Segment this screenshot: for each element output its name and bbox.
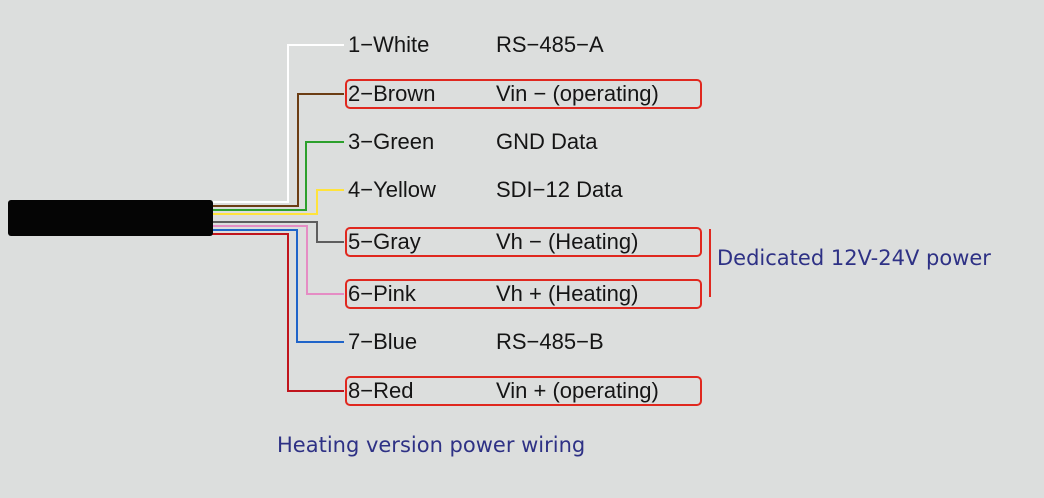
wire-label-1: 1−White — [348, 32, 430, 57]
wires-layer — [212, 44, 344, 392]
highlight-box-6 — [345, 279, 702, 309]
highlight-box-8 — [345, 376, 702, 406]
wire-7 — [212, 229, 344, 343]
wire-function-6: Vh + (Heating) — [496, 281, 639, 306]
wire-6 — [212, 225, 344, 295]
wire-label-4: 4−Yellow — [348, 177, 436, 202]
diagram-caption: Heating version power wiring — [277, 433, 586, 457]
wire-function-1: RS−485−A — [496, 32, 604, 57]
wire-function-5: Vh − (Heating) — [496, 229, 639, 254]
dedicated-power-note: Dedicated 12V-24V power — [717, 246, 991, 270]
wire-function-2: Vin − (operating) — [496, 81, 659, 106]
wire-2 — [212, 93, 344, 207]
cable-body — [8, 200, 213, 236]
power-bracket — [709, 229, 711, 297]
wire-3 — [212, 141, 344, 211]
highlight-box-5 — [345, 227, 702, 257]
wire-label-8: 8−Red — [348, 378, 414, 403]
wire-label-2: 2−Brown — [348, 81, 436, 106]
wire-label-5: 5−Gray — [348, 229, 421, 254]
highlight-box-2 — [345, 79, 702, 109]
wire-function-7: RS−485−B — [496, 329, 604, 354]
wire-4 — [212, 189, 344, 215]
wire-label-3: 3−Green — [348, 129, 435, 154]
wire-label-6: 6−Pink — [348, 281, 416, 306]
wire-function-8: Vin + (operating) — [496, 378, 659, 403]
wire-5 — [212, 221, 344, 243]
wire-function-4: SDI−12 Data — [496, 177, 623, 202]
wire-8 — [212, 233, 344, 392]
wire-label-7: 7−Blue — [348, 329, 418, 354]
wire-function-3: GND Data — [496, 129, 598, 154]
wire-1 — [212, 44, 344, 203]
